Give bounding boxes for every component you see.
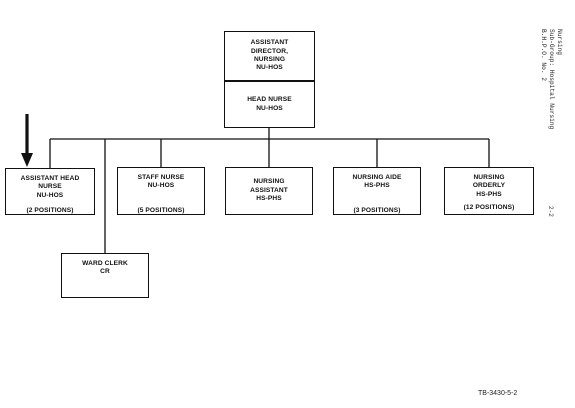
box-nursing-assistant: NURSING ASSISTANT HS-PHS (225, 167, 313, 215)
header-line-1: Nursing (556, 29, 563, 55)
arrow-down-icon (21, 114, 33, 167)
box-head-nurse: HEAD NURSE NU-HOS (224, 81, 315, 128)
box-ward-clerk: WARD CLERK CR (61, 253, 149, 298)
header-line-2: Sub-Group: Hospital Nursing (548, 29, 555, 130)
box-assistant-director: ASSISTANT DIRECTOR, NURSING NU-HOS (224, 31, 315, 81)
box-nursing-orderly: NURSING ORDERLY HS-PHS (12 POSITIONS) (444, 167, 534, 215)
box-nursing-aide: NURSING AIDE HS-PHS (3 POSITIONS) (333, 167, 421, 215)
box-assistant-head-nurse: ASSISTANT HEAD NURSE NU-HOS (2 POSITIONS… (5, 168, 95, 215)
document-id: TB-3430-5-2 (478, 390, 518, 397)
box-staff-nurse: STAFF NURSE NU-HOS (5 POSITIONS) (117, 167, 205, 215)
page-number: 2-2 (547, 206, 554, 217)
header-line-3: B.H.P.O. No. 2 (540, 29, 547, 81)
